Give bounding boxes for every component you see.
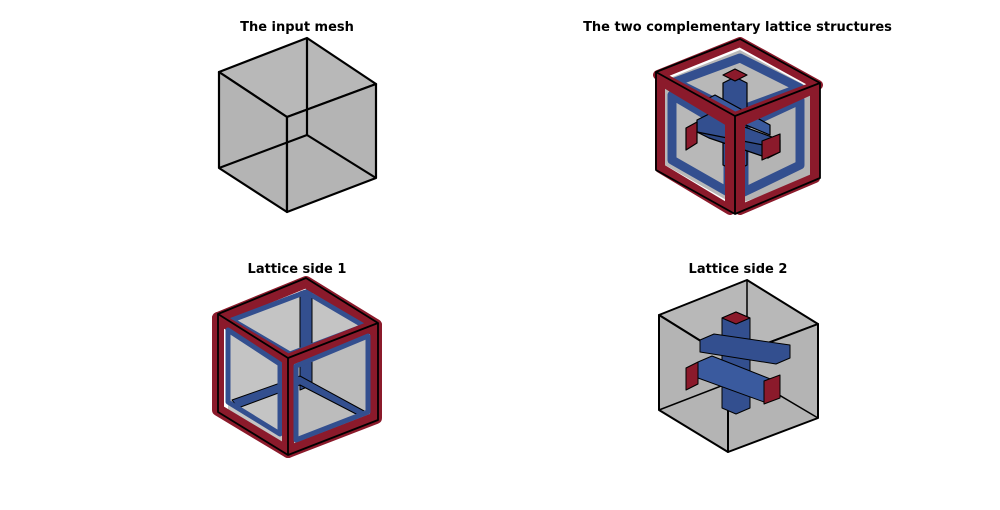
panel-input-mesh: The input mesh bbox=[187, 20, 407, 220]
input-mesh-cube bbox=[217, 36, 378, 214]
panel-lattice-side-2: Lattice side 2 bbox=[628, 262, 848, 462]
lattice-side-2-figure bbox=[658, 279, 819, 453]
panel-title: Lattice side 2 bbox=[688, 262, 788, 277]
panel-title: The two complementary lattice structures bbox=[583, 20, 892, 35]
panel-lattice-side-1: Lattice side 1 bbox=[187, 262, 407, 462]
panel-title: The input mesh bbox=[240, 20, 354, 35]
panel-title: Lattice side 1 bbox=[247, 262, 347, 277]
panel-both-lattices: The two complementary lattice structures bbox=[580, 20, 895, 220]
both-lattices-figure bbox=[653, 37, 823, 215]
lattice-side-1-figure bbox=[212, 276, 382, 458]
